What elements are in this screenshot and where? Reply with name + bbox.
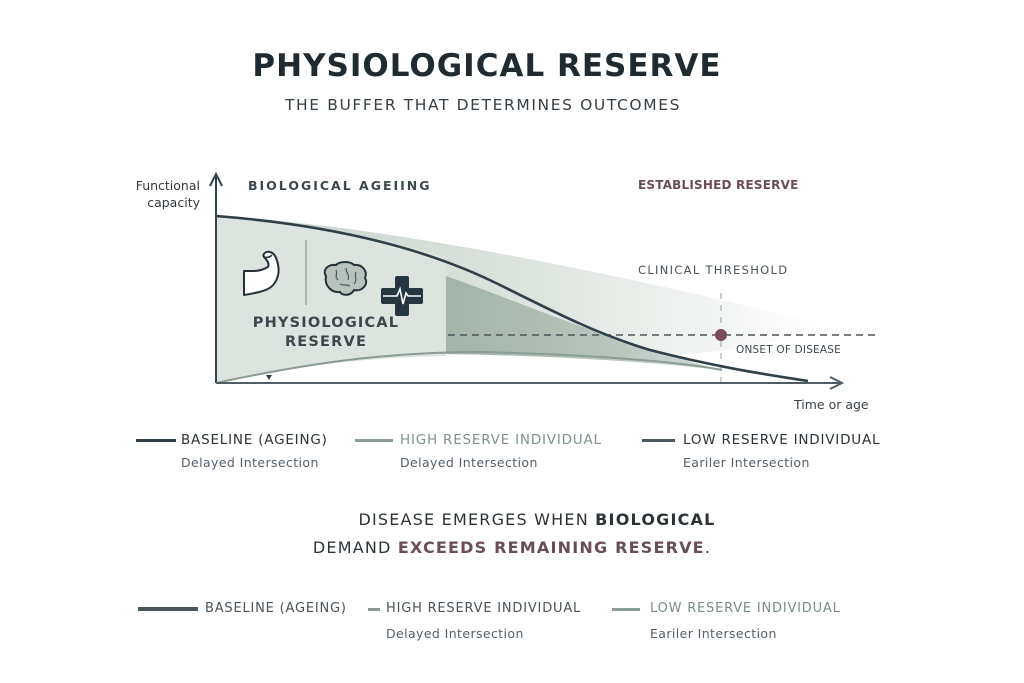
small-tick-marker (266, 375, 272, 380)
statement-line-1: DISEASE EMERGES WHEN BIOLOGICAL (0, 510, 1024, 529)
legend-sublabel: Delayed Intersection (386, 626, 524, 641)
reserve-label-line-1: PHYSIOLOGICAL (252, 315, 400, 331)
legend-label: BASELINE (AGEING) (181, 432, 328, 448)
y-axis-arrow-icon (209, 171, 223, 187)
statement-line-2: DEMAND EXCEEDS REMAINING RESERVE. (0, 538, 1024, 557)
legend-swatch-baseline (138, 607, 198, 611)
onset-of-disease-label: ONSET OF DISEASE (736, 344, 841, 356)
legend-sublabel: Eariler Intersection (650, 626, 777, 641)
brain-icon (323, 261, 368, 296)
statement-text: DEMAND (312, 538, 398, 557)
legend-swatch-high-reserve (368, 608, 380, 611)
x-axis-arrow-icon (829, 376, 845, 390)
muscle-arm-icon (243, 250, 280, 296)
legend-swatch-baseline (136, 439, 176, 442)
y-axis-label-line-2: capacity (147, 195, 200, 210)
legend-label: BASELINE (AGEING) (205, 601, 347, 616)
y-axis-label-line-1: Functional (135, 178, 200, 193)
medical-cross-heartbeat-icon (381, 276, 423, 316)
legend-sublabel: Delayed Intersection (181, 455, 319, 470)
legend-label: LOW RESERVE INDIVIDUAL (683, 432, 881, 448)
page-subtitle: THE BUFFER THAT DETERMINES OUTCOMES (284, 96, 682, 114)
onset-of-disease-marker (715, 329, 727, 341)
x-axis-label: Time or age (794, 397, 869, 412)
legend-swatch-high-reserve (355, 439, 393, 442)
lower-envelope-line (215, 350, 723, 384)
legend-swatch-low-reserve (612, 608, 640, 611)
baseline-ageing-curve (215, 214, 809, 383)
legend-sublabel: Eariler Intersection (683, 455, 810, 470)
depleted-reserve-region (446, 276, 722, 370)
clinical-threshold-label: CLINICAL THRESHOLD (638, 263, 789, 277)
legend-sublabel: Delayed Intersection (400, 455, 538, 470)
reserve-label-line-2: RESERVE (284, 334, 368, 350)
legend-label: LOW RESERVE INDIVIDUAL (650, 601, 841, 616)
physiological-reserve-label: PHYSIOLOGICAL RESERVE (236, 314, 416, 352)
established-reserve-label: ESTABLISHED RESERVE (638, 178, 799, 192)
page-title: PHYSIOLOGICAL RESERVE (252, 48, 722, 84)
legend-label: HIGH RESERVE INDIVIDUAL (386, 601, 582, 616)
legend-label: HIGH RESERVE INDIVIDUAL (400, 432, 602, 448)
statement-text: DISEASE EMERGES WHEN (358, 510, 596, 529)
y-axis-label: Functional capacity (118, 177, 200, 211)
statement-emphasis: BIOLOGICAL (595, 510, 716, 529)
legend-swatch-low-reserve (642, 439, 675, 442)
statement-highlight: EXCEEDS REMAINING RESERVE (397, 538, 705, 557)
statement-period: . (704, 538, 712, 557)
biological-ageing-label: BIOLOGICAL AGEIING (248, 178, 432, 193)
